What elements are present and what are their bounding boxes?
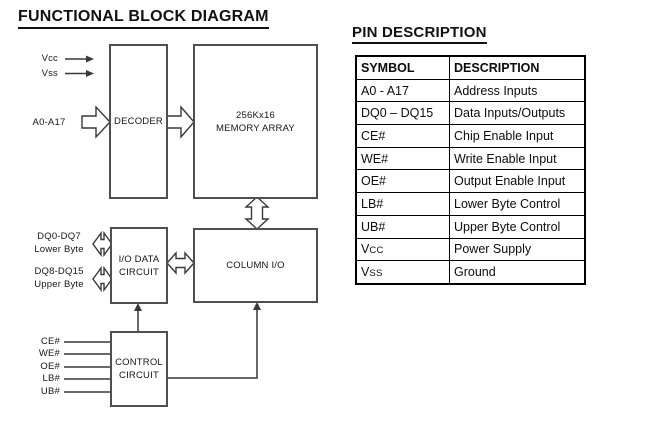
description-cell: Write Enable Input	[449, 146, 586, 171]
memory-columnio-double-arrow-icon	[244, 196, 270, 230]
ce-label: CE#	[40, 336, 60, 347]
symbol-text: V	[361, 242, 370, 257]
symbol-cell: CE#	[355, 124, 450, 148]
symbol-text: UB#	[361, 219, 386, 234]
control-to-columnio-line	[168, 308, 258, 379]
table-row: VCC Power Supply	[355, 237, 586, 262]
symbol-cell: OE#	[355, 169, 450, 194]
symbol-subscript: SS	[369, 268, 383, 280]
table-row: LB# Lower Byte Control	[355, 192, 586, 216]
lb-label: LB#	[42, 373, 60, 384]
column-io-label: COLUMN I/O	[226, 260, 285, 271]
symbol-text: A0 - A17	[361, 83, 409, 98]
we-label: WE#	[38, 348, 60, 359]
symbol-text: LB#	[361, 196, 384, 211]
symbol-cell: VSS	[355, 260, 450, 285]
control-label-line2: CIRCUIT	[119, 370, 159, 381]
symbol-cell: VCC	[355, 237, 450, 262]
control-label-line1: CONTROL	[115, 357, 163, 368]
functional-block-diagram-title: FUNCTIONAL BLOCK DIAGRAM	[18, 8, 269, 29]
symbol-header: SYMBOL	[355, 55, 450, 80]
symbol-text: OE#	[361, 174, 387, 189]
description-cell: Upper Byte Control	[449, 214, 586, 239]
memory-array-label-line2: MEMORY ARRAY	[216, 122, 295, 134]
table-row: VSS Ground	[355, 260, 586, 285]
table-row: WE# Write Enable Input	[355, 146, 586, 171]
vss-label: Vss	[41, 67, 58, 79]
dq-lower-label-line2: Lower Byte	[34, 243, 84, 255]
description-header: DESCRIPTION	[449, 55, 586, 80]
description-cell: Power Supply	[449, 237, 586, 262]
table-header-row: SYMBOL DESCRIPTION	[355, 55, 586, 80]
oe-label: OE#	[40, 361, 60, 372]
vcc-arrowhead-icon	[86, 55, 94, 63]
memory-array-label-line1: 256Kx16	[236, 109, 275, 121]
control-to-iodata-arrowhead-icon	[134, 303, 142, 311]
table-row: OE# Output Enable Input	[355, 169, 586, 194]
io-data-label-line1: I/O DATA	[118, 253, 160, 265]
address-bus-label: A0-A17	[32, 117, 66, 128]
control-circuit-block: CONTROL CIRCUIT	[110, 331, 168, 407]
table-row: CE# Chip Enable Input	[355, 124, 586, 148]
description-cell: Output Enable Input	[449, 169, 586, 194]
dq-upper-label: DQ8-DQ15 Upper Byte	[24, 266, 94, 291]
ub-label: UB#	[40, 386, 60, 397]
description-cell: Chip Enable Input	[449, 124, 586, 148]
description-cell: Ground	[449, 260, 586, 285]
dq-upper-label-line1: DQ8-DQ15	[34, 266, 84, 277]
symbol-text: WE#	[361, 151, 389, 166]
symbol-cell: LB#	[355, 192, 450, 216]
symbol-cell: DQ0 – DQ15	[355, 101, 450, 126]
pin-description-title: PIN DESCRIPTION	[352, 24, 487, 44]
symbol-text: V	[361, 265, 370, 280]
pin-description-table: SYMBOL DESCRIPTION A0 - A17 Address Inpu…	[355, 55, 586, 285]
dq-lower-label-line1: DQ0-DQ7	[37, 231, 81, 242]
control-to-columnio-arrowhead-icon	[253, 302, 261, 310]
description-cell: Data Inputs/Outputs	[449, 101, 586, 126]
table-row: DQ0 – DQ15 Data Inputs/Outputs	[355, 101, 586, 126]
description-cell: Address Inputs	[449, 78, 586, 103]
symbol-text: DQ0 – DQ15	[361, 106, 434, 121]
symbol-text: CE#	[361, 128, 386, 143]
table-row: A0 - A17 Address Inputs	[355, 78, 586, 103]
io-data-label-line2: CIRCUIT	[119, 266, 159, 278]
address-bus-arrow-icon	[81, 105, 111, 139]
table-row: UB# Upper Byte Control	[355, 214, 586, 239]
symbol-cell: UB#	[355, 214, 450, 239]
decoder-label: DECODER	[114, 116, 163, 127]
column-io-block: COLUMN I/O	[193, 228, 318, 303]
iodata-columnio-double-arrow-icon	[166, 251, 195, 275]
dq-lower-label: DQ0-DQ7 Lower Byte	[24, 231, 94, 256]
decoder-block: DECODER	[109, 44, 168, 199]
decoder-to-memory-arrow-icon	[166, 105, 195, 139]
io-data-circuit-block: I/O DATA CIRCUIT	[110, 227, 168, 304]
symbol-subscript: CC	[369, 245, 384, 257]
dq-upper-label-line2: Upper Byte	[34, 278, 84, 290]
memory-array-block: 256Kx16 MEMORY ARRAY	[193, 44, 318, 199]
description-cell: Lower Byte Control	[449, 192, 586, 216]
vcc-label: Vcc	[41, 53, 58, 64]
symbol-cell: WE#	[355, 146, 450, 171]
symbol-cell: A0 - A17	[355, 78, 450, 103]
vss-arrowhead-icon	[86, 70, 94, 77]
